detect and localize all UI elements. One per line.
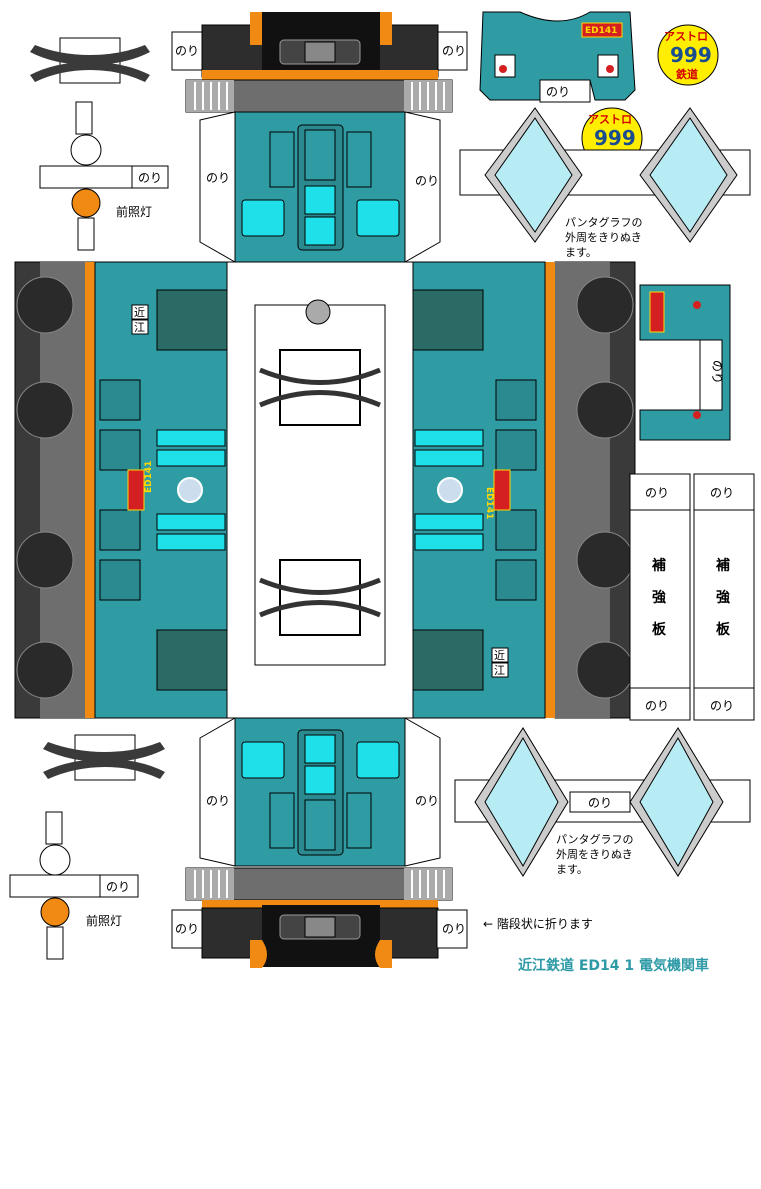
pantograph-bottom: のり パンタグラフの 外周をきりぬき ます。 — [454, 727, 751, 877]
glue-label: のり — [588, 796, 612, 810]
hood-bottom: のり のり — [199, 717, 441, 867]
headlight-label: 前照灯 — [86, 913, 122, 928]
glue-label: のり — [106, 880, 130, 894]
pantograph-note: ます。 — [556, 863, 588, 876]
number-plate: ED141 — [585, 26, 617, 36]
reinforcement-plate-1: のり のり 補 強 板 — [629, 473, 691, 721]
pantograph-note: 外周をきりぬき — [565, 231, 642, 244]
reinforce-text: 強 — [652, 589, 666, 606]
astro-logo-top: アストロ 999 鉄道 — [657, 24, 719, 86]
cab-side-right: のり — [639, 284, 731, 441]
reinforce-text: 板 — [652, 621, 667, 638]
company-mark: 近 — [494, 649, 505, 662]
logo-text: 鉄道 — [676, 67, 698, 81]
logo-number: 999 — [594, 126, 636, 150]
glue-label: のり — [138, 171, 162, 185]
pantograph-note: パンタグラフの — [565, 215, 643, 229]
glue-label: のり — [710, 360, 724, 384]
coupler-bottom — [43, 734, 165, 781]
headlight-part-bottom: のり 前照灯 — [9, 811, 139, 960]
glue-label: のり — [442, 922, 466, 936]
glue-label: のり — [710, 699, 734, 713]
headlight-label: 前照灯 — [116, 204, 152, 219]
glue-label: のり — [175, 44, 199, 58]
glue-label: のり — [442, 44, 466, 58]
pantograph-note: ます。 — [565, 246, 597, 259]
company-mark: 江 — [494, 664, 505, 677]
number-plate: ED141 — [484, 487, 494, 519]
number-plate: ED141 — [144, 461, 154, 493]
headlight-part-top: のり 前照灯 — [39, 101, 169, 251]
glue-label: のり — [175, 922, 199, 936]
logo-text: アストロ — [588, 113, 632, 126]
glue-label: のり — [206, 794, 230, 808]
reinforce-text: 板 — [716, 621, 731, 638]
glue-label: のり — [710, 486, 734, 500]
fold-instruction: ← 階段状に折ります — [483, 916, 593, 931]
company-mark: 江 — [134, 321, 145, 334]
sheet-title: 近江鉄道 ED14 1 電気機関車 — [518, 957, 709, 974]
reinforce-text: 補 — [715, 557, 730, 574]
hood-top: のり のり — [199, 111, 441, 263]
glue-label: のり — [645, 486, 669, 500]
cab-side-top: のり ED141 — [479, 11, 636, 103]
glue-label: のり — [415, 794, 439, 808]
glue-label: のり — [546, 85, 570, 99]
pantograph-note: パンタグラフの — [556, 832, 634, 846]
main-body: ED141 近 江 ED141 近 江 — [14, 261, 636, 719]
company-mark: 近 — [134, 306, 145, 319]
glue-label: のり — [206, 171, 230, 185]
coupler-top — [30, 37, 150, 84]
reinforce-text: 補 — [651, 557, 666, 574]
logo-text: アストロ — [664, 30, 708, 43]
front-end-top: のり のり — [171, 12, 468, 113]
glue-label: のり — [645, 699, 669, 713]
pantograph-note: 外周をきりぬき — [556, 848, 633, 861]
glue-label: のり — [415, 174, 439, 188]
reinforcement-plate-2: のり のり 補 強 板 — [693, 473, 755, 721]
front-end-bottom: のり のり — [171, 867, 468, 968]
pantograph-top: パンタグラフの 外周をきりぬき ます。 — [459, 107, 751, 259]
reinforce-text: 強 — [716, 589, 730, 606]
logo-number: 999 — [670, 43, 712, 67]
